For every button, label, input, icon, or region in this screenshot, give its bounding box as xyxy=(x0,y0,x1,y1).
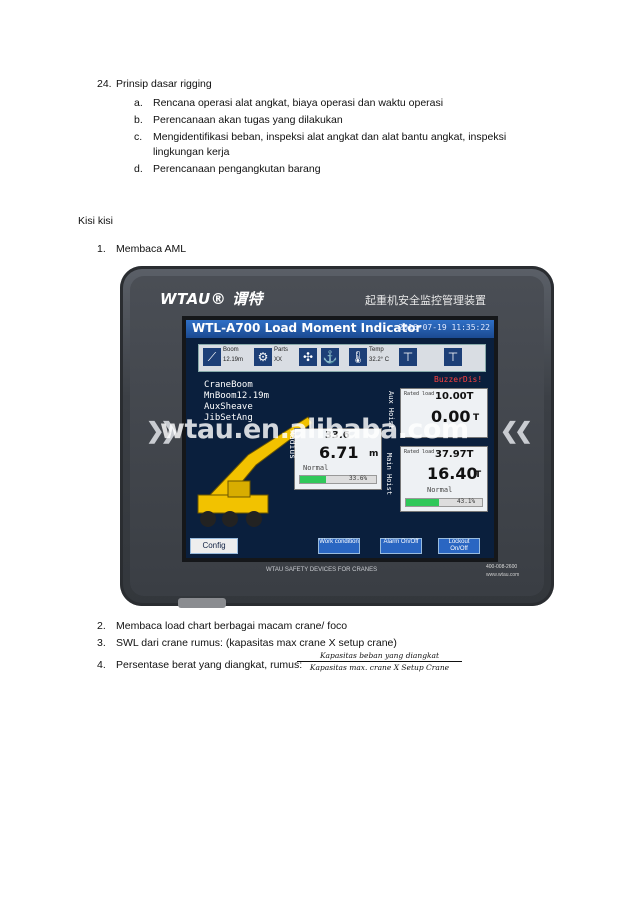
fraction-line xyxy=(297,661,462,662)
boom-value: 12.19m xyxy=(223,357,244,363)
kisi-item-text: SWL dari crane rumus: (kapasitas max cra… xyxy=(116,637,397,649)
radius-value: 6.71 xyxy=(319,443,359,462)
chevron-right-icon: ❯❯ xyxy=(146,418,179,443)
hoist-icon: ⊤ xyxy=(399,348,417,366)
buzzer-status: BuzzerDis! xyxy=(434,375,483,384)
device-website: www.wtau.com xyxy=(486,572,520,578)
hook-icon: ⚓ xyxy=(321,348,339,366)
config-line: JibSetAng xyxy=(204,413,253,423)
main-load-unit: T xyxy=(475,470,482,480)
list-item-text: Mengidentifikasi beban, inspeksi alat an… xyxy=(153,131,507,143)
kisi-item-text: Persentase berat yang diangkat, rumus: xyxy=(116,659,303,671)
config-button-label: Config xyxy=(202,541,226,550)
lockout-button[interactable]: Lockout On/Off xyxy=(438,538,480,554)
watermark: wtau.en.alibaba.com xyxy=(160,414,469,445)
config-line: AuxSheave xyxy=(204,402,253,412)
radius-panel: 33.6 6.71 m Normal 33.6% xyxy=(294,428,382,490)
list-item-letter: d. xyxy=(134,163,143,175)
parts-label: Parts xyxy=(274,347,289,353)
radius-percent: 33.6% xyxy=(349,475,368,482)
main-rated-label: Rated load xyxy=(404,449,435,455)
alarm-button[interactable]: Alarm On/Off xyxy=(380,538,422,554)
screen-datetime: 2016-07-19 11:35:22 xyxy=(398,323,490,332)
aux-load-value: 0.00 xyxy=(431,407,471,426)
alarm-label: Alarm On/Off xyxy=(383,539,419,545)
screen-title: WTL-A700 Load Moment Indicator xyxy=(192,321,422,335)
parts-value: XX xyxy=(274,357,283,363)
main-hoist-panel: Rated load 37.97T 16.40 T Normal 43.1% xyxy=(400,446,488,512)
main-rated-value: 37.97T xyxy=(435,449,474,460)
device-phone: 400-008-2600 xyxy=(486,564,518,570)
list-item-text: Rencana operasi alat angkat, biaya opera… xyxy=(153,97,444,109)
kisi-item-text: Membaca AML xyxy=(116,243,187,255)
brand-logo: WTAU® 谓特 xyxy=(160,290,263,308)
formula-denominator: Kapasitas max. crane X Setup Crane xyxy=(309,663,450,672)
kisi-item-number: 3. xyxy=(97,637,106,649)
main-percent: 43.1% xyxy=(457,498,476,505)
angle-value: 33.6 xyxy=(325,430,350,441)
main-progress-bar xyxy=(405,498,483,507)
list-item-text: Perencanaan pengangkutan barang xyxy=(153,163,321,175)
list-item-text-continued: lingkungan kerja xyxy=(153,146,230,158)
formula-numerator: Kapasitas beban yang diangkat xyxy=(319,651,440,660)
radius-unit: m xyxy=(369,449,379,459)
aux-rated-label: Rated load xyxy=(404,391,435,397)
crane-illustration xyxy=(197,416,313,527)
section-24-number: 24. xyxy=(97,78,112,90)
section-24-title: Prinsip dasar rigging xyxy=(116,78,212,90)
main-hoist-label: Main Hoist xyxy=(385,452,394,496)
work-condition-button[interactable]: Work condition xyxy=(318,538,360,554)
hoist-icon-2: ⊤ xyxy=(444,348,462,366)
lmi-screen: WTL-A700 Load Moment Indicator 2016-07-1… xyxy=(182,316,498,562)
status-icon-bar: ⟋ Boom 12.19m ⚙ Parts XX ✣ ⚓ 🌡 Temp 32.2… xyxy=(198,344,486,372)
kisi-item-number: 1. xyxy=(97,243,106,255)
kisi-item-text: Membaca load chart berbagai macam crane/… xyxy=(116,620,348,632)
chevron-left-icon: ❮❮ xyxy=(500,418,533,443)
kisi-item-number: 4. xyxy=(97,659,106,671)
kisi-heading: Kisi kisi xyxy=(78,215,114,227)
boom-label: Boom xyxy=(223,347,239,353)
config-line: MnBoom12.19m xyxy=(204,391,270,401)
list-item-letter: a. xyxy=(134,97,143,109)
config-button[interactable]: Config xyxy=(190,538,238,554)
list-item-text: Perencanaan akan tugas yang dilakukan xyxy=(153,114,343,126)
kisi-item-number: 2. xyxy=(97,620,106,632)
aux-hoist-panel: Rated load 10.00T 0.00 T xyxy=(400,388,488,438)
load-moment-indicator-device: WTAU® 谓特 起重机安全监控管理装置 ❯❯ ❮❮ WTL-A700 Load… xyxy=(120,266,554,608)
temp-value: 32.2° C xyxy=(369,357,390,363)
radius-progress-bar xyxy=(299,475,377,484)
wind-icon: ✣ xyxy=(299,348,317,366)
main-load-value: 16.40 xyxy=(427,464,478,483)
device-chinese-title: 起重机安全监控管理装置 xyxy=(365,295,486,307)
work-condition-label: Work condition xyxy=(319,539,359,545)
config-line: CraneBoom xyxy=(204,380,253,390)
aux-rated-value: 10.00T xyxy=(435,391,474,402)
list-item-letter: b. xyxy=(134,114,143,126)
main-status: Normal xyxy=(427,486,453,494)
parts-icon: ⚙ xyxy=(254,348,272,366)
formula-fraction: Kapasitas beban yang diangkat Kapasitas … xyxy=(297,651,462,672)
screen-title-bar: WTL-A700 Load Moment Indicator 2016-07-1… xyxy=(186,320,494,338)
temp-label: Temp xyxy=(369,347,384,353)
temp-icon: 🌡 xyxy=(349,348,367,366)
radius-status: Normal xyxy=(303,464,329,472)
aux-load-unit: T xyxy=(473,413,480,423)
device-connector xyxy=(178,598,226,608)
boom-icon: ⟋ xyxy=(203,348,221,366)
list-item-letter: c. xyxy=(134,131,143,143)
lockout-label: Lockout On/Off xyxy=(448,539,470,552)
device-footer-text: WTAU SAFETY DEVICES FOR CRANES xyxy=(266,567,378,573)
